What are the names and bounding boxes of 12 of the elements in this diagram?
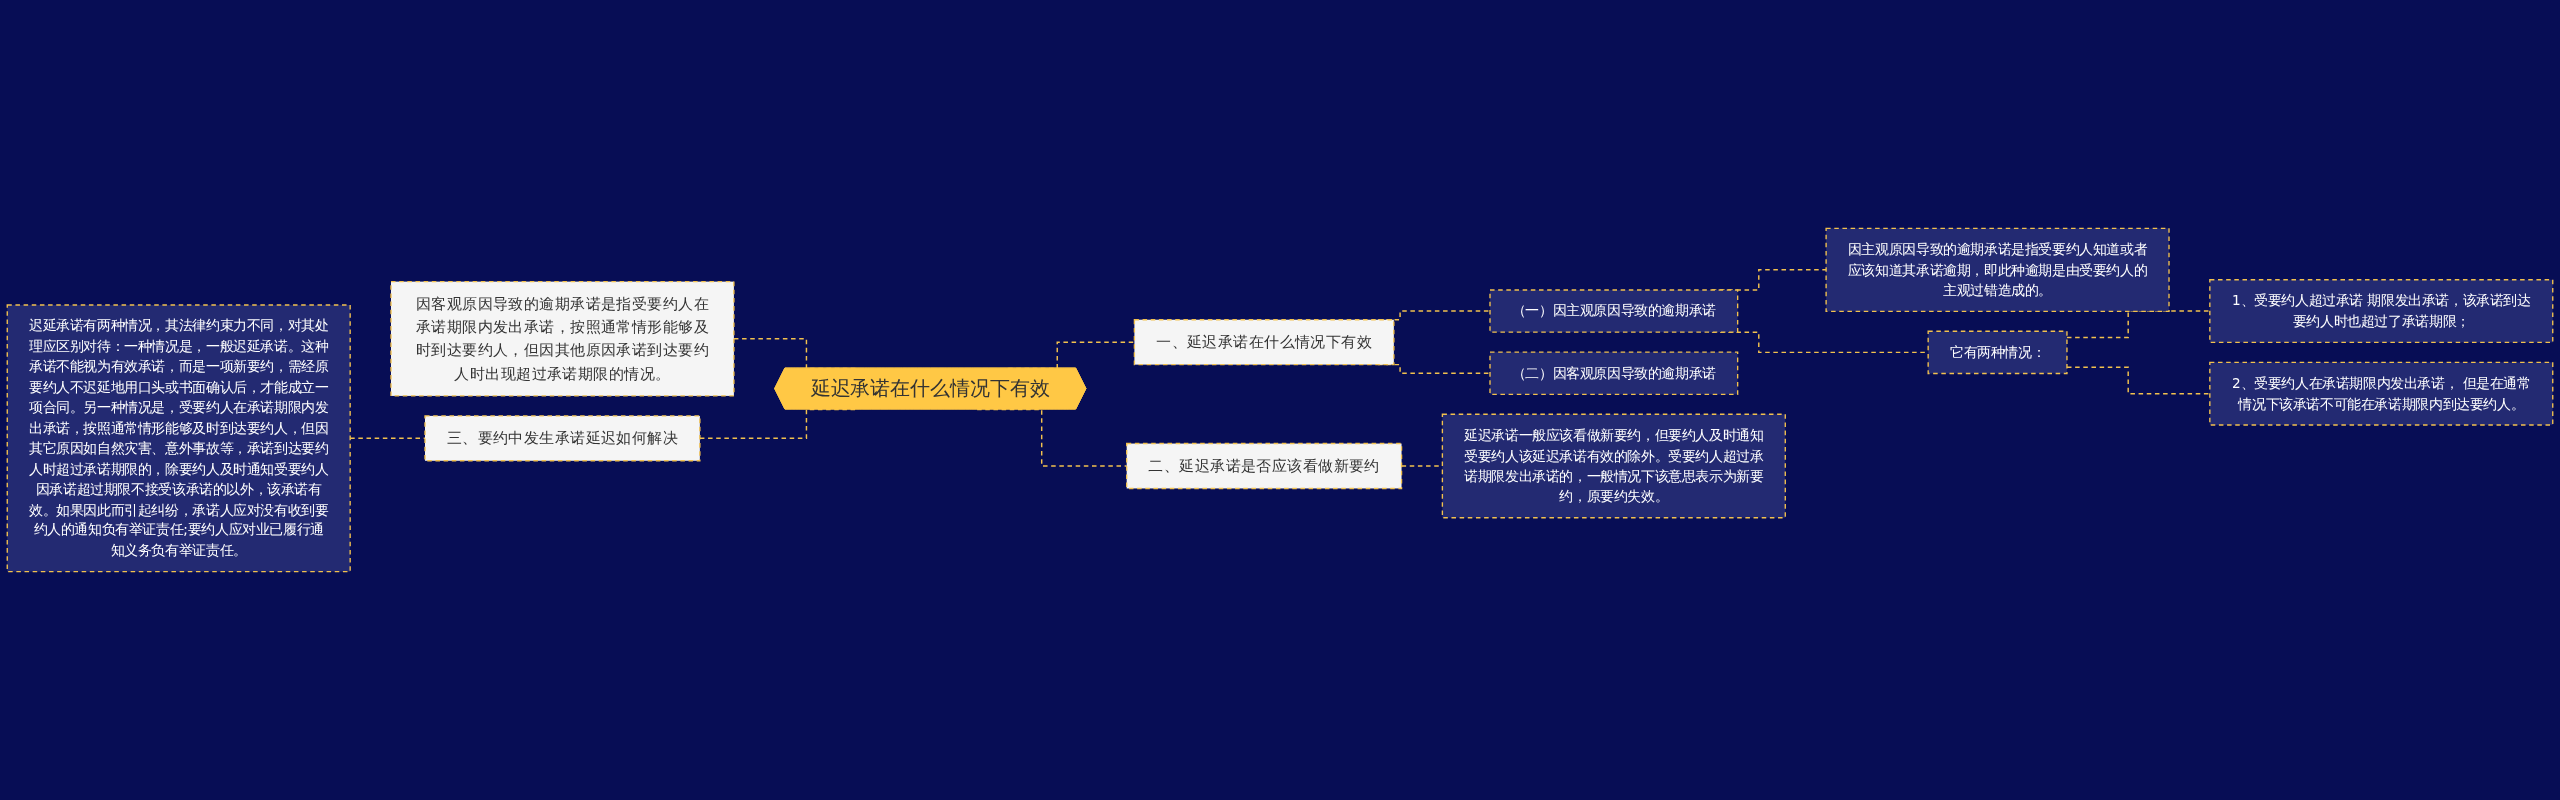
node-box: 二、延迟承诺是否应该看做新要约 [1126, 442, 1403, 490]
node-box: 因客观原因导致的逾期承诺是指受要约人在承诺期限内发出承诺，按照通常情形能够及时到达要约人，但因其他原因承诺到达要约人时出现超过承诺期限的情况。 [390, 280, 735, 397]
node-box: 2、受要约人在承诺期限内发出承诺， 但是在通常情况下该承诺不可能在承诺期限内到达要约人。 [2209, 361, 2554, 426]
node-box: 1、受要约人超过承诺 期限发出承诺，该承诺到达要约人时也超过了承诺期限； [2209, 279, 2554, 344]
node-box: 一、延迟承诺在什么情况下有效 [1133, 319, 1395, 366]
node-box: 三、要约中发生承诺延迟如何解决 [424, 415, 701, 462]
node-box: 它有两种情况： [1927, 330, 2068, 375]
node-box: 因主观原因导致的逾期承诺是指受要约人知道或者应该知道其承诺逾期，即此种逾期是由受要约人的主观过错造成的。 [1825, 227, 2170, 312]
node-box: 延迟承诺一般应该看做新要约，但要约人及时通知受要约人该延迟承诺有效的除外。受要约人超过承诺期限发出承诺的，一般情况下该意思表示为新要约，原要约失效。 [1441, 413, 1786, 519]
node-box: （二）因客观原因导致的逾期承诺 [1489, 351, 1739, 395]
node-box: （一）因主观原因导致的逾期承诺 [1489, 289, 1739, 333]
node-box: 迟延承诺有两种情况，其法律约束力不同，对其处理应区别对待：一种情况是，一般迟延承诺。这种承诺不能视为有效承诺，而是一项新要约，需经原要约人不迟延地用口头或书面确认后，才能成立一项合同。另一种情况是，受要约人在承诺期限内发出承诺，按照通常情形能够及时到达要约人，但因其它原因如自然灾害、意外事故等，承诺到达要约人时超过承诺期限的，除要约人及时通知受要约人因承诺超过期限不接受该承诺的以外，该承诺有效。如果因此而引起纠纷，承诺人应对没有收到要约人的通知负有举证责任;要约人应对业已履行通知义务负有举证责任。 [6, 304, 351, 573]
